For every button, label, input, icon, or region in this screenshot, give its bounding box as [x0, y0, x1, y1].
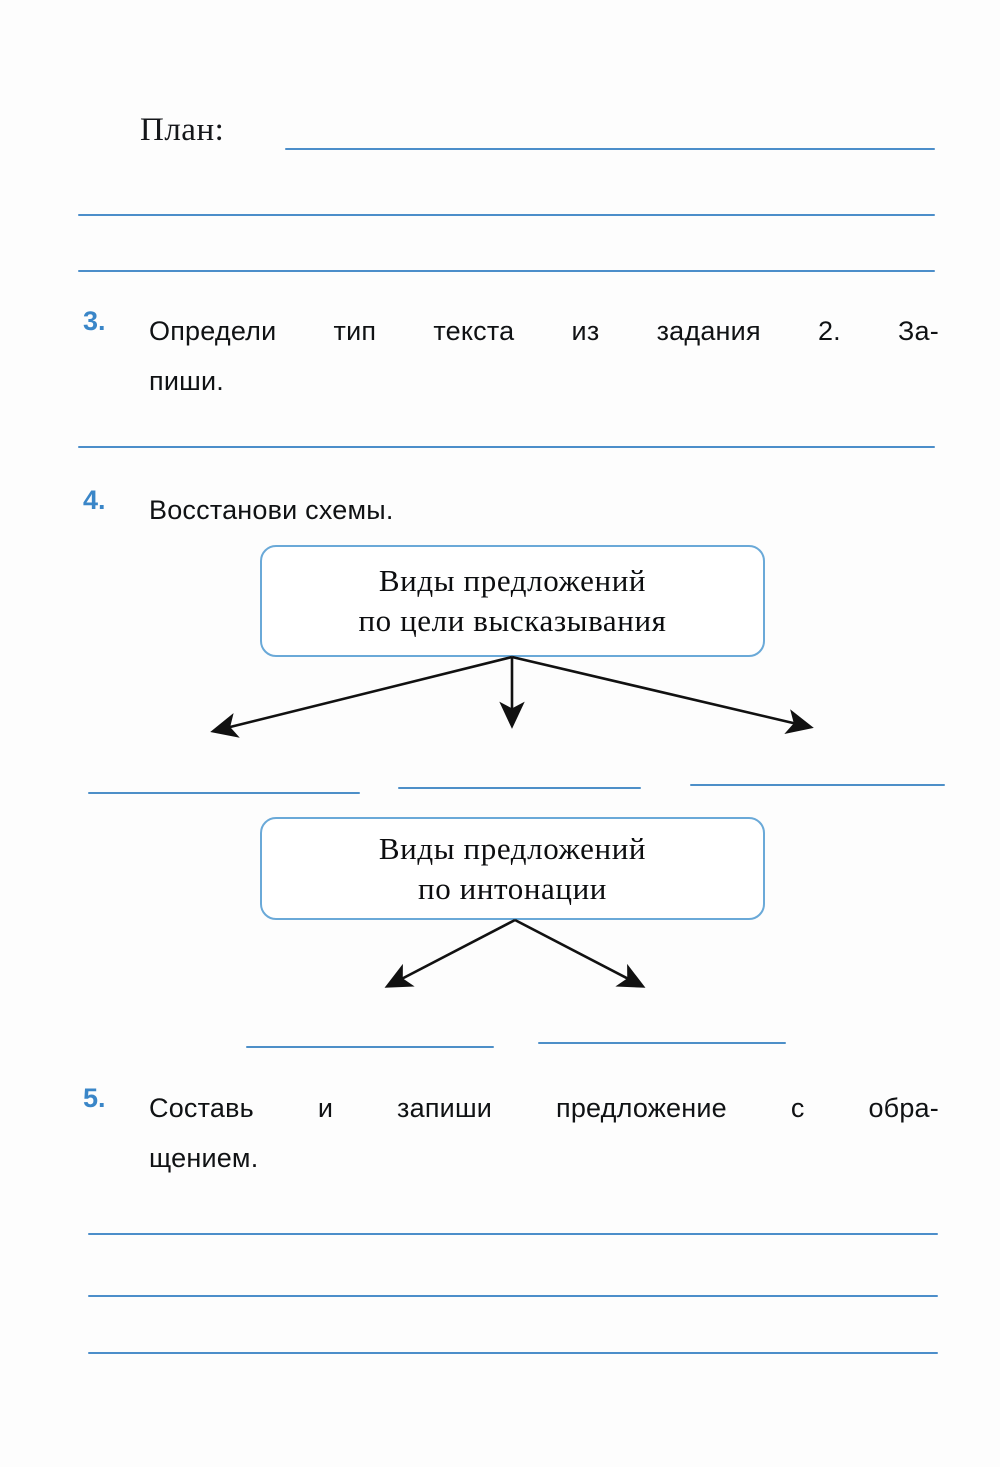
- scheme-2-title-line-2: по интонации: [418, 870, 607, 906]
- scheme-1-arrow-left: [210, 655, 513, 738]
- scheme-2-answer-line-2[interactable]: [538, 1042, 786, 1044]
- task-5-word: и: [317, 1093, 334, 1123]
- scheme-1-answer-line-3[interactable]: [690, 784, 945, 786]
- task-5-answer-line-3[interactable]: [88, 1352, 938, 1354]
- scheme-1-answer-line-2[interactable]: [398, 787, 641, 789]
- scheme-box-sentence-intonation: Виды предложений по интонации: [260, 817, 765, 920]
- plan-answer-line-1[interactable]: [285, 148, 935, 150]
- task-5-word: предложение: [556, 1093, 727, 1123]
- task-3-word: тип: [333, 316, 377, 346]
- scheme-1-arrow-right: [511, 655, 814, 735]
- task-5-answer-line-2[interactable]: [88, 1295, 938, 1297]
- scheme-2-title-line-1: Виды предложений: [378, 830, 647, 866]
- scheme-box-sentence-purpose: Виды предложений по цели высказывания: [260, 545, 765, 657]
- task-3-line-1: Определи тип текста из задания 2. За-: [149, 306, 939, 356]
- scheme-1-answer-line-1[interactable]: [88, 792, 360, 794]
- plan-answer-line-2[interactable]: [78, 214, 935, 216]
- task-5-number: 5.: [83, 1083, 106, 1113]
- task-3-answer-line-1[interactable]: [78, 446, 935, 448]
- task-3-line-2: пиши.: [149, 366, 224, 396]
- task-4-number: 4.: [83, 485, 106, 515]
- task-4-text: Восстанови схемы.: [149, 485, 939, 535]
- task-3-word: задания: [656, 316, 761, 346]
- task-3-text: Определи тип текста из задания 2. За- пи…: [149, 306, 939, 406]
- scheme-1-title-line-2: по цели высказывания: [358, 603, 667, 638]
- plan-label: План:: [140, 112, 225, 148]
- scheme-1-title-line-1: Виды предложений: [378, 563, 647, 598]
- task-5-line-2: щением.: [149, 1143, 259, 1173]
- scheme-2-answer-line-1[interactable]: [246, 1046, 494, 1048]
- task-3-word: За-: [898, 316, 939, 346]
- scheme-2-arrows: [370, 918, 660, 1003]
- task-3-word: Определи: [149, 316, 277, 346]
- task-5-word: Составь: [149, 1093, 254, 1123]
- task-3-word: из: [571, 316, 600, 346]
- task-3-number: 3.: [83, 306, 106, 336]
- task-5-answer-line-1[interactable]: [88, 1233, 938, 1235]
- task-5-text: Составь и запиши предложение с обра- щен…: [149, 1083, 939, 1183]
- task-5-line-1: Составь и запиши предложение с обра-: [149, 1083, 939, 1133]
- scheme-2-arrow-right: [514, 918, 646, 988]
- scheme-1-arrows: [190, 655, 830, 750]
- task-3-word: текста: [433, 316, 515, 346]
- task-5-word: обра-: [868, 1093, 939, 1123]
- task-5-word: с: [790, 1093, 805, 1123]
- task-3-word: 2.: [817, 316, 841, 346]
- scheme-2-arrow-left: [384, 918, 516, 988]
- task-5-word: запиши: [397, 1093, 493, 1123]
- task-4-line-1: Восстанови схемы.: [149, 495, 394, 525]
- plan-answer-line-3[interactable]: [78, 270, 935, 272]
